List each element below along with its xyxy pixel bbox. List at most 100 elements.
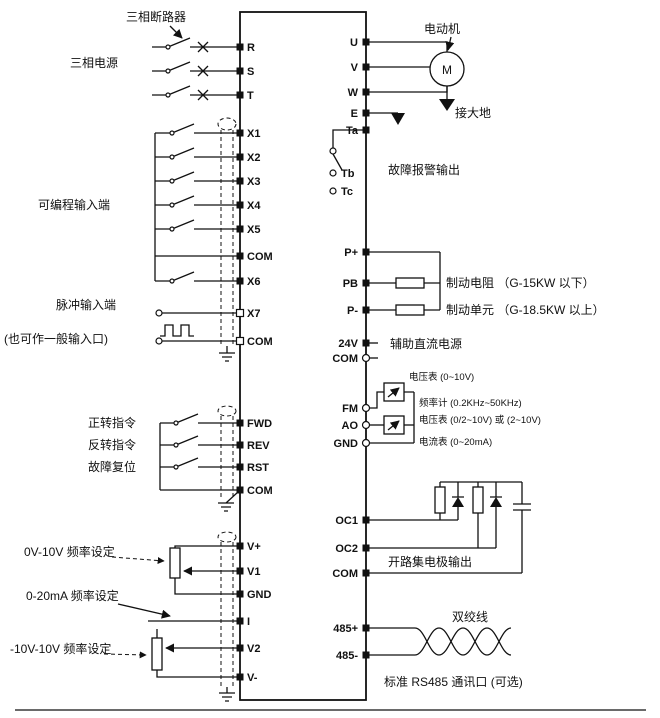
wire-w <box>366 86 448 93</box>
relay-coil2-icon <box>472 486 484 514</box>
motor-label: 电动机 <box>424 22 460 36</box>
label-arrow-0-20ma <box>117 603 171 619</box>
meter-return-bus <box>404 391 415 443</box>
switch-pivot <box>173 420 179 426</box>
terminal-label-fm: FM <box>342 403 358 415</box>
relay-blade <box>332 153 343 171</box>
fuse-x-icon <box>197 89 209 101</box>
shield-lines <box>220 542 234 687</box>
terminal-label-p-minus: P- <box>347 305 358 317</box>
terminal-marker <box>362 38 370 46</box>
right-terminal-labels: U V W E Ta P+ PB P- 24V COM FM AO GND OC… <box>332 37 359 662</box>
terminal-label-i: I <box>247 616 250 628</box>
wire-u <box>366 41 448 52</box>
terminal-marker <box>236 225 244 233</box>
rs485-label: 标准 RS485 通讯口 (可选) <box>384 675 523 689</box>
wire-t <box>152 85 240 96</box>
terminal-label-v: V <box>351 62 359 74</box>
terminal-label-v-plus: V+ <box>247 541 261 553</box>
terminal-label-x3: X3 <box>247 176 260 188</box>
terminal-marker <box>236 91 244 99</box>
relay-coil1-icon <box>434 486 446 514</box>
terminal-marker <box>362 63 370 71</box>
terminal-marker <box>236 567 244 575</box>
pulse-input-note: (也可作一般输入口) <box>4 331 108 346</box>
terminal-label-485-minus: 485- <box>336 650 358 662</box>
ammeter-label: 电流表 (0~20mA) <box>419 436 492 448</box>
twisted-pair-icon <box>414 627 512 656</box>
wire-end-contact <box>155 337 163 345</box>
analog-input-circuit <box>103 545 240 678</box>
terminal-marker <box>362 109 370 117</box>
wire-r <box>152 37 240 48</box>
earth-label: 接大地 <box>455 105 491 120</box>
terminal-marker <box>361 420 371 430</box>
earth-ground-icon <box>218 491 239 512</box>
fuse-x-icon <box>197 65 209 77</box>
terminal-label-rev: REV <box>247 440 270 452</box>
wire-x3 <box>155 171 240 182</box>
terminal-label-gnd-right: GND <box>334 438 359 450</box>
terminal-label-tb: Tb <box>341 168 355 180</box>
freq-meter-label: 频率计 (0.2KHz~50KHz) <box>419 397 522 409</box>
switch-pivot <box>173 442 179 448</box>
terminal-marker <box>236 177 244 185</box>
earth-triangle-icon <box>391 113 405 125</box>
terminal-label-t: T <box>247 90 254 102</box>
open-collector-label: 开路集电极输出 <box>388 554 472 569</box>
wire-x4 <box>155 195 240 206</box>
wire-x1 <box>155 123 240 134</box>
wire-x2 <box>155 147 240 158</box>
shield-loop-icon <box>217 405 237 417</box>
terminal-label-v1: V1 <box>247 566 260 578</box>
earth-triangle-icon <box>439 99 455 111</box>
terminal-label-x1: X1 <box>247 128 260 140</box>
switch-pivot <box>165 44 171 50</box>
terminal-marker <box>235 308 245 318</box>
left-terminal-markers <box>235 43 245 681</box>
wire-end-contact <box>155 309 163 317</box>
voltmeter2-label: 电压表 (0/2~10V) 或 (2~10V) <box>419 414 541 426</box>
terminal-marker <box>236 463 244 471</box>
terminal-marker <box>362 651 370 659</box>
fault-relay-circuit <box>329 129 363 195</box>
terminal-label-u: U <box>350 37 358 49</box>
terminal-marker <box>236 67 244 75</box>
terminal-marker <box>362 544 370 552</box>
pulse-input-label: 脉冲输入端 <box>56 297 116 312</box>
terminal-label-com-dc: COM <box>332 353 358 365</box>
forward-label: 正转指令 <box>88 415 136 430</box>
power-label: 三相电源 <box>70 56 118 70</box>
programmable-inputs-label: 可编程输入端 <box>38 197 110 212</box>
wire-p-plus <box>366 251 441 310</box>
wire-x5 <box>155 219 240 230</box>
brake-resistor-label: 制动电阻 （G-15KW 以下） <box>446 276 595 290</box>
terminal-label-r: R <box>247 42 255 54</box>
breaker-label: 三相断路器 <box>126 9 186 24</box>
terminal-marker <box>362 569 370 577</box>
terminal-marker <box>361 438 371 448</box>
programmable-input-circuit <box>154 123 240 284</box>
terminal-marker <box>236 252 244 260</box>
braking-circuit <box>366 251 441 316</box>
wire-gnd <box>174 578 240 595</box>
terminal-marker <box>236 542 244 550</box>
switch-pivot <box>165 92 171 98</box>
terminal-marker <box>361 403 371 413</box>
terminal-marker <box>236 441 244 449</box>
shield-lines <box>220 130 234 346</box>
motor-pointer-arrow <box>445 36 455 51</box>
terminal-marker <box>362 248 370 256</box>
terminal-marker <box>362 306 370 314</box>
terminal-label-oc2: OC2 <box>335 543 358 555</box>
wire-v-minus <box>156 670 240 678</box>
terminal-marker <box>235 336 245 346</box>
wire-fm <box>369 391 384 409</box>
relay-contact <box>329 147 337 155</box>
motor-output-circuit <box>366 36 465 125</box>
terminal-marker <box>361 353 371 363</box>
twisted-pair-label: 双绞线 <box>452 609 488 624</box>
terminal-label-com3: COM <box>247 485 273 497</box>
